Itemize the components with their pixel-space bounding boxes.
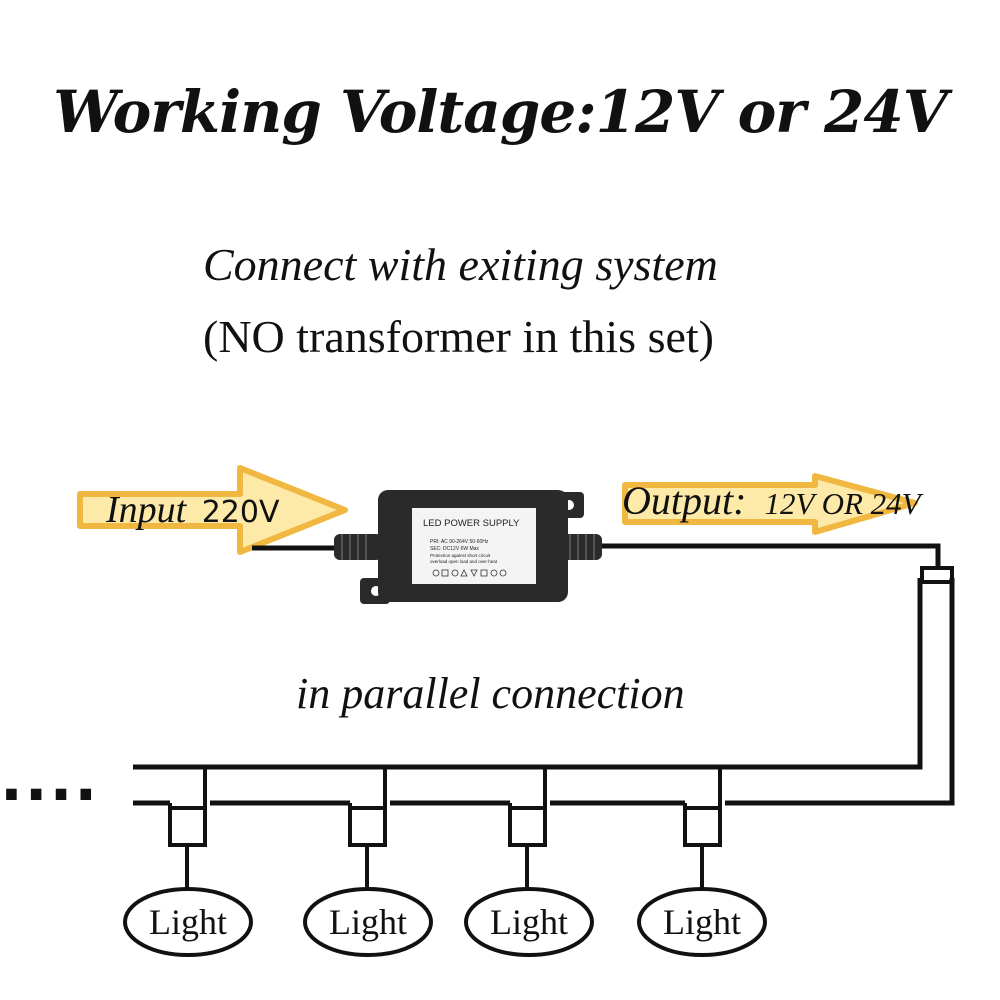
page-title: Working Voltage:12V or 24V: [53, 78, 947, 146]
cable-gland-right: [558, 534, 602, 560]
led-power-supply: LED POWER SUPPLY PRI: AC 90-264V 50-60Hz…: [360, 490, 584, 604]
light-4: Light: [637, 887, 767, 957]
output-arrow-icon: [622, 473, 918, 535]
continuation-dots: ....: [0, 745, 99, 815]
light-2-label: Light: [329, 902, 407, 942]
input-label-word: Input: [105, 489, 188, 531]
certification-icons: [432, 569, 507, 577]
feed-wire-inner: [133, 578, 923, 770]
input-arrow-icon: [77, 465, 348, 555]
psu-spec-line-4: overload open load and over heat: [430, 559, 498, 564]
input-voltage-value: 220V: [202, 495, 280, 530]
subtitle-line-1: Connect with exiting system: [203, 239, 718, 290]
output-voltage-value: 12V OR 24V: [764, 486, 923, 521]
feed-wire-outer: [738, 578, 955, 806]
light-2: Light: [303, 887, 433, 957]
psu-spec-line-1: PRI: AC 90-264V 50-60Hz: [430, 539, 489, 545]
input-label: Input 220V: [105, 489, 280, 531]
light-4-label: Light: [663, 902, 741, 942]
subtitle-line-2: (NO transformer in this set): [203, 311, 714, 362]
psu-label: LED POWER SUPPLY: [423, 518, 520, 529]
light-3: Light: [464, 887, 594, 957]
output-label-word: Output:: [622, 478, 746, 523]
tap-1: [168, 767, 207, 890]
tap-2: [348, 767, 387, 890]
tap-4: [683, 767, 722, 890]
light-1-label: Light: [149, 902, 227, 942]
parallel-connection-label: in parallel connection: [296, 669, 685, 718]
light-3-label: Light: [490, 902, 568, 942]
light-1: Light: [123, 887, 253, 957]
cable-gland-left: [334, 534, 382, 560]
psu-spec-line-3: Protection against short circuit: [430, 553, 491, 558]
tap-3: [508, 767, 547, 890]
psu-spec-line-2: SEC: DC12V 6W Max: [430, 546, 479, 552]
output-wire: [595, 543, 941, 572]
junction-block: [920, 566, 954, 584]
output-label: Output: 12V OR 24V: [622, 478, 924, 523]
